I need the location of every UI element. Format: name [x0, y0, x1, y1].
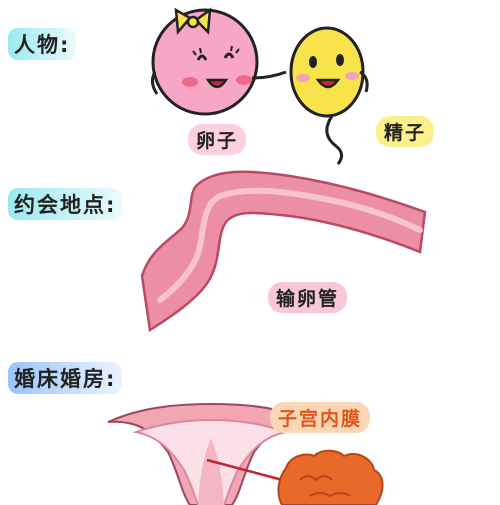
caption-endometrium: 子宫内膜 — [270, 402, 371, 433]
label-meeting-place: 约会地点: — [8, 188, 123, 220]
egg-character — [150, 7, 287, 116]
uterus-illustration — [107, 402, 384, 505]
caption-egg: 卵子 — [188, 124, 247, 155]
label-characters: 人物: — [8, 28, 77, 60]
sperm-character — [289, 26, 369, 165]
caption-sperm: 精子 — [376, 116, 435, 147]
fallopian-tube-illustration — [140, 170, 427, 333]
caption-fallopian-tube: 输卵管 — [268, 282, 348, 313]
label-wedding-room: 婚床婚房: — [8, 362, 123, 394]
